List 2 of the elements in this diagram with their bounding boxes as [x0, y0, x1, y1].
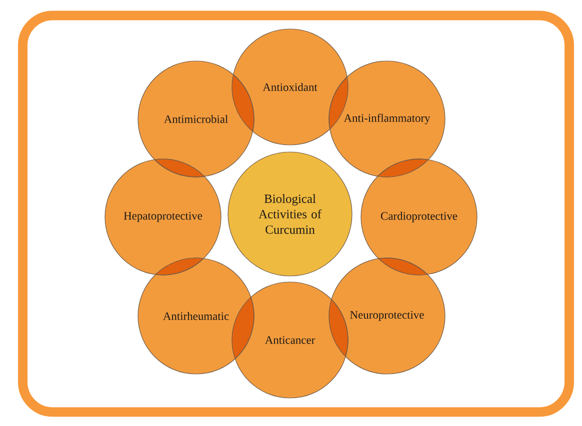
- node-label: Antirheumatic: [163, 312, 229, 320]
- node-label: Anticancer: [264, 336, 316, 344]
